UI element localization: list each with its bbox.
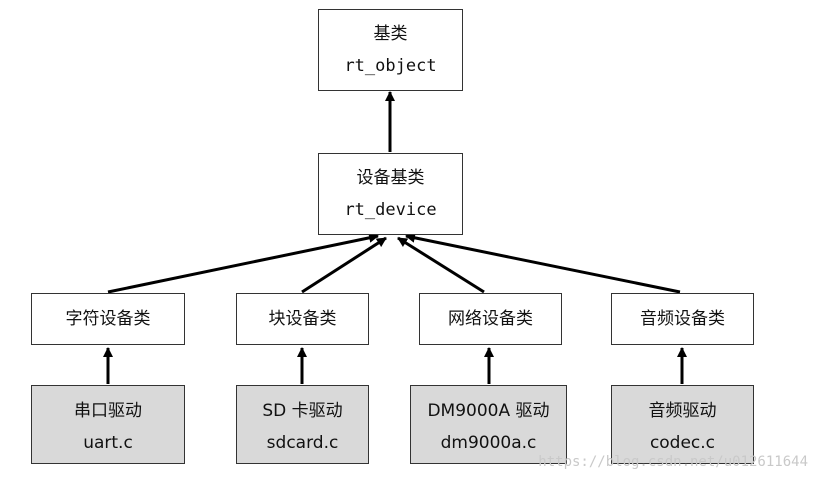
arrow-block-to-device xyxy=(301,236,387,294)
driver-dm9000-title: DM9000A 驱动 xyxy=(427,401,550,421)
driver-sd-title: SD 卡驱动 xyxy=(262,401,343,421)
driver-uart-file: uart.c xyxy=(83,433,133,453)
arrow-net-to-device xyxy=(397,236,485,294)
category-char-node: 字符设备类 xyxy=(31,293,185,345)
device-class-node: 设备基类 rt_device xyxy=(318,153,463,235)
arrow-char-to-device xyxy=(107,232,379,294)
category-audio-label: 音频设备类 xyxy=(640,309,725,329)
base-class-name: rt_object xyxy=(344,56,437,76)
base-class-title: 基类 xyxy=(373,24,408,44)
driver-dm9000-node: DM9000A 驱动 dm9000a.c xyxy=(410,385,567,464)
category-net-label: 网络设备类 xyxy=(448,309,533,329)
device-class-title: 设备基类 xyxy=(356,168,425,188)
device-class-name: rt_device xyxy=(344,200,437,220)
driver-uart-title: 串口驱动 xyxy=(74,401,142,421)
driver-sd-node: SD 卡驱动 sdcard.c xyxy=(236,385,369,464)
category-net-node: 网络设备类 xyxy=(419,293,562,345)
base-class-node: 基类 rt_object xyxy=(318,9,463,91)
driver-uart-node: 串口驱动 uart.c xyxy=(31,385,185,464)
watermark-url: https://blog.csdn.net/u012611644 xyxy=(538,454,808,470)
category-block-label: 块设备类 xyxy=(268,309,337,329)
driver-dm9000-file: dm9000a.c xyxy=(440,433,537,453)
driver-sd-file: sdcard.c xyxy=(266,433,339,453)
category-audio-node: 音频设备类 xyxy=(611,293,754,345)
arrow-audio-to-device xyxy=(405,232,681,294)
category-char-label: 字符设备类 xyxy=(65,309,151,329)
driver-codec-node: 音频驱动 codec.c xyxy=(611,385,754,464)
driver-codec-file: codec.c xyxy=(649,433,716,453)
category-block-node: 块设备类 xyxy=(236,293,369,345)
driver-codec-title: 音频驱动 xyxy=(648,401,717,421)
